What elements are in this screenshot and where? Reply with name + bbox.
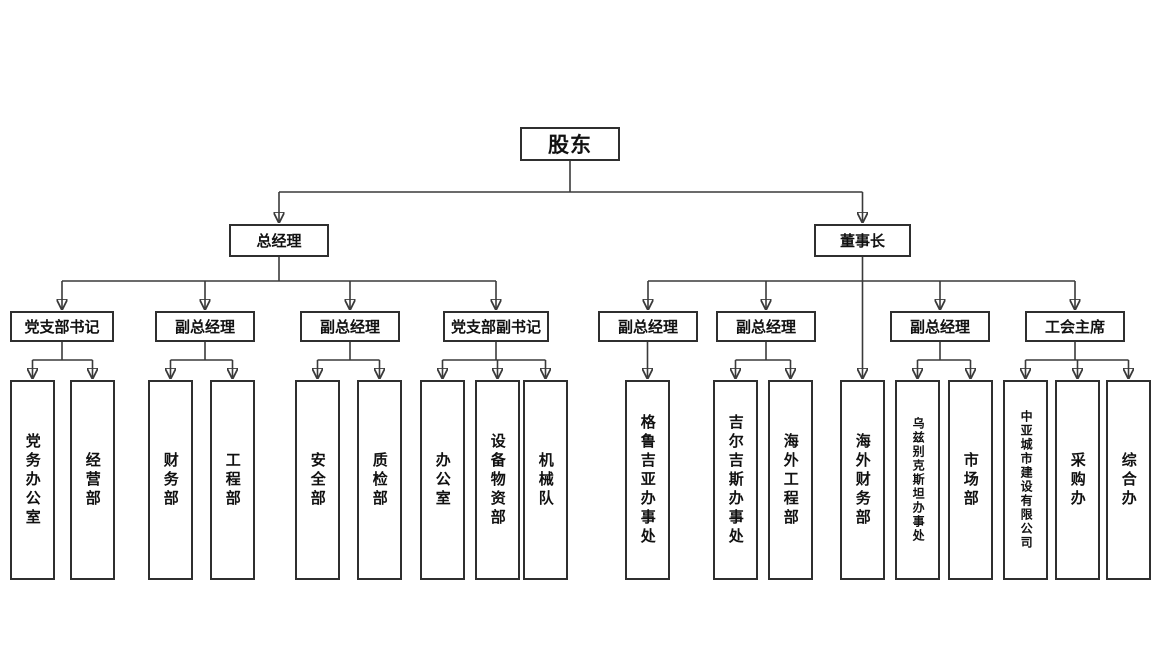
- node-general-manager: 总经理: [229, 224, 329, 257]
- node-procurement-office-label: 采购办: [1068, 451, 1087, 509]
- node-deputy-gm-right-3-label: 副总经理: [909, 318, 970, 336]
- node-operations-dept-label: 经营部: [83, 451, 102, 509]
- node-party-branch-secretary-label: 党支部书记: [24, 318, 100, 336]
- node-georgia-office: 格鲁吉亚办事处: [625, 380, 670, 580]
- node-office-label: 办公室: [433, 451, 452, 509]
- node-shareholders: 股东: [520, 127, 620, 161]
- node-safety-dept-label: 安全部: [308, 451, 327, 509]
- node-party-branch-deputy-secretary-label: 党支部副书记: [450, 318, 541, 336]
- node-central-asia-city-construction-co-label: 中亚城市建设有限公司: [1019, 410, 1034, 550]
- node-machinery-team-label: 机械队: [536, 451, 555, 509]
- node-general-affairs-office-label: 综合办: [1119, 451, 1138, 509]
- node-finance-dept-label: 财务部: [161, 451, 180, 509]
- node-uzbekistan-office: 乌兹别克斯坦办事处: [895, 380, 940, 580]
- node-safety-dept: 安全部: [295, 380, 340, 580]
- node-overseas-finance-dept: 海外财务部: [840, 380, 885, 580]
- node-deputy-gm-left-1-label: 副总经理: [174, 318, 235, 336]
- node-georgia-office-label: 格鲁吉亚办事处: [638, 413, 657, 547]
- node-general-manager-label: 总经理: [256, 232, 302, 250]
- node-kyrgyzstan-office-label: 吉尔吉斯办事处: [726, 413, 745, 547]
- node-marketing-dept: 市场部: [948, 380, 993, 580]
- node-shareholders-label: 股东: [548, 133, 592, 157]
- node-procurement-office: 采购办: [1055, 380, 1100, 580]
- node-overseas-engineering-dept-label: 海外工程部: [781, 432, 800, 528]
- node-deputy-gm-right-2-label: 副总经理: [735, 318, 796, 336]
- node-finance-dept: 财务部: [148, 380, 193, 580]
- node-deputy-gm-left-1: 副总经理: [155, 311, 255, 342]
- node-machinery-team: 机械队: [523, 380, 568, 580]
- node-deputy-gm-left-2-label: 副总经理: [319, 318, 380, 336]
- node-kyrgyzstan-office: 吉尔吉斯办事处: [713, 380, 758, 580]
- node-quality-inspection-dept: 质检部: [357, 380, 402, 580]
- node-party-affairs-office-label: 党务办公室: [23, 432, 42, 528]
- node-office: 办公室: [420, 380, 465, 580]
- node-overseas-finance-dept-label: 海外财务部: [853, 432, 872, 528]
- node-party-branch-deputy-secretary: 党支部副书记: [443, 311, 549, 342]
- node-deputy-gm-left-2: 副总经理: [300, 311, 400, 342]
- node-quality-inspection-dept-label: 质检部: [370, 451, 389, 509]
- node-equipment-materials-dept: 设备物资部: [475, 380, 520, 580]
- node-equipment-materials-dept-label: 设备物资部: [488, 432, 507, 528]
- node-engineering-dept: 工程部: [210, 380, 255, 580]
- node-operations-dept: 经营部: [70, 380, 115, 580]
- node-overseas-engineering-dept: 海外工程部: [768, 380, 813, 580]
- node-chairman: 董事长: [814, 224, 911, 257]
- node-marketing-dept-label: 市场部: [961, 451, 980, 509]
- node-union-chairman: 工会主席: [1025, 311, 1125, 342]
- node-uzbekistan-office-label: 乌兹别克斯坦办事处: [911, 417, 926, 543]
- node-central-asia-city-construction-co: 中亚城市建设有限公司: [1003, 380, 1048, 580]
- node-deputy-gm-right-1-label: 副总经理: [617, 318, 678, 336]
- node-deputy-gm-right-2: 副总经理: [716, 311, 816, 342]
- node-deputy-gm-right-3: 副总经理: [890, 311, 990, 342]
- node-union-chairman-label: 工会主席: [1044, 318, 1105, 336]
- node-party-affairs-office: 党务办公室: [10, 380, 55, 580]
- node-engineering-dept-label: 工程部: [223, 451, 242, 509]
- node-party-branch-secretary: 党支部书记: [10, 311, 114, 342]
- node-deputy-gm-right-1: 副总经理: [598, 311, 698, 342]
- node-general-affairs-office: 综合办: [1106, 380, 1151, 580]
- node-chairman-label: 董事长: [839, 232, 885, 250]
